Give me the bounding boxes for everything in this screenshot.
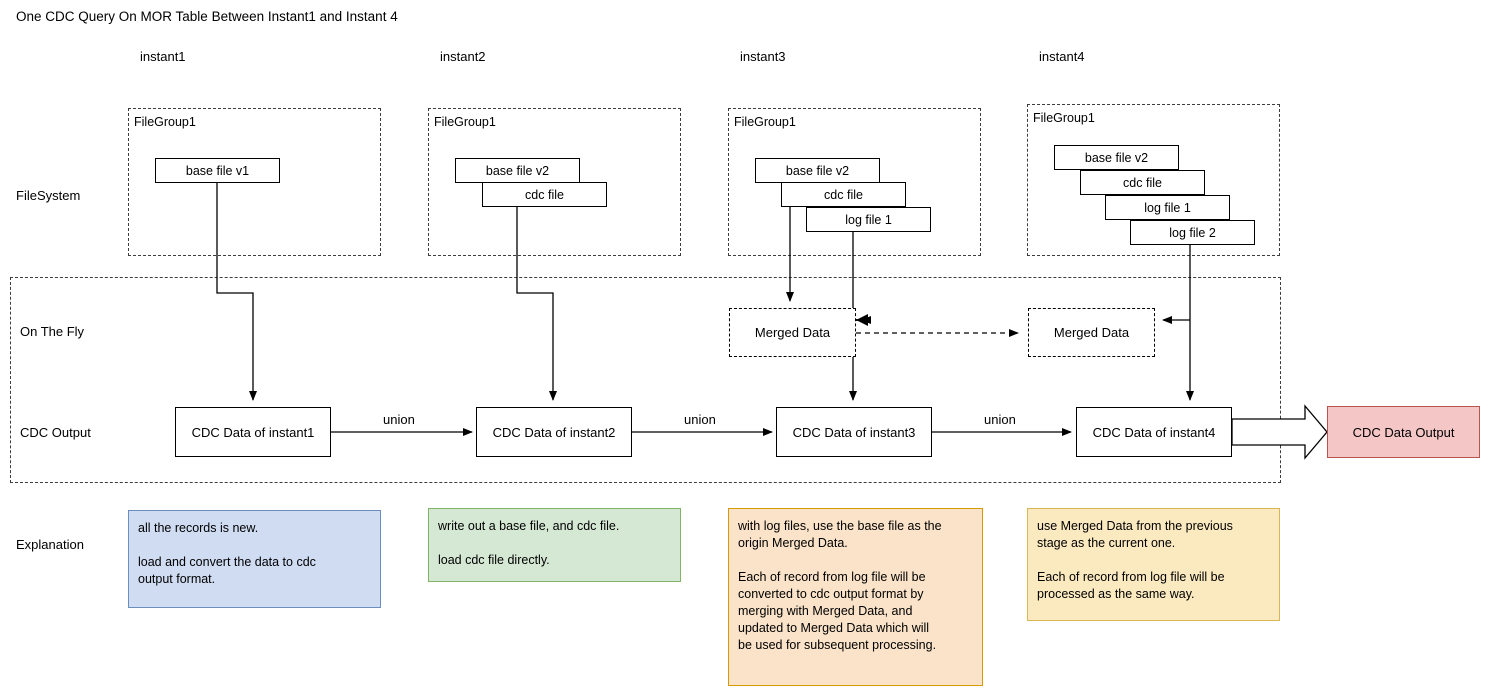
file-box-log-file-2[interactable]: log file 2 bbox=[1130, 220, 1255, 245]
filegroup-container-instant4: FileGroup1 bbox=[1027, 104, 1280, 256]
page-title: One CDC Query On MOR Table Between Insta… bbox=[16, 9, 398, 24]
file-box-log-file-1[interactable]: log file 1 bbox=[806, 207, 931, 232]
explanation-box-instant4: use Merged Data from the previous stage … bbox=[1027, 508, 1280, 621]
file-box-log-file-1[interactable]: log file 1 bbox=[1105, 195, 1230, 220]
union-label-3: union bbox=[984, 412, 1016, 427]
union-label-2: union bbox=[684, 412, 716, 427]
filegroup-label: FileGroup1 bbox=[434, 115, 496, 129]
row-label-filesystem: FileSystem bbox=[16, 188, 81, 203]
explanation-box-instant1: all the records is new. load and convert… bbox=[128, 510, 381, 608]
column-header-instant1: instant1 bbox=[140, 49, 186, 64]
file-box-cdc-file[interactable]: cdc file bbox=[482, 182, 607, 207]
explanation-box-instant2: write out a base file, and cdc file. loa… bbox=[428, 508, 681, 582]
cdc-data-box-instant1[interactable]: CDC Data of instant1 bbox=[175, 407, 331, 457]
merged-data-box-instant3[interactable]: Merged Data bbox=[729, 308, 856, 357]
filegroup-label: FileGroup1 bbox=[1033, 111, 1095, 125]
column-header-instant3: instant3 bbox=[740, 49, 786, 64]
filegroup-container-instant3: FileGroup1 bbox=[728, 108, 981, 256]
file-box-base-file-v2[interactable]: base file v2 bbox=[1054, 145, 1179, 170]
cdc-data-box-instant4[interactable]: CDC Data of instant4 bbox=[1076, 407, 1232, 457]
filegroup-label: FileGroup1 bbox=[134, 115, 196, 129]
column-header-instant4: instant4 bbox=[1039, 49, 1085, 64]
cdc-data-output-box[interactable]: CDC Data Output bbox=[1327, 406, 1480, 458]
file-box-cdc-file[interactable]: cdc file bbox=[781, 182, 906, 207]
row-label-on-the-fly: On The Fly bbox=[20, 324, 85, 339]
explanation-box-instant3: with log files, use the base file as the… bbox=[728, 508, 983, 686]
cdc-data-box-instant2[interactable]: CDC Data of instant2 bbox=[476, 407, 632, 457]
union-label-1: union bbox=[383, 412, 415, 427]
filegroup-container-instant2: FileGroup1 bbox=[428, 108, 681, 256]
processing-region-container bbox=[10, 277, 1281, 483]
filegroup-label: FileGroup1 bbox=[734, 115, 796, 129]
file-box-base-file-v2[interactable]: base file v2 bbox=[755, 158, 880, 183]
row-label-cdc-output: CDC Output bbox=[20, 425, 91, 440]
cdc-data-box-instant3[interactable]: CDC Data of instant3 bbox=[776, 407, 932, 457]
column-header-instant2: instant2 bbox=[440, 49, 486, 64]
merged-data-box-instant4[interactable]: Merged Data bbox=[1028, 308, 1155, 357]
file-box-base-file-v2[interactable]: base file v2 bbox=[455, 158, 580, 183]
row-label-explanation: Explanation bbox=[16, 537, 84, 552]
filegroup-container-instant1: FileGroup1 bbox=[128, 108, 381, 256]
file-box-cdc-file[interactable]: cdc file bbox=[1080, 170, 1205, 195]
file-box-base-file-v1[interactable]: base file v1 bbox=[155, 158, 280, 183]
